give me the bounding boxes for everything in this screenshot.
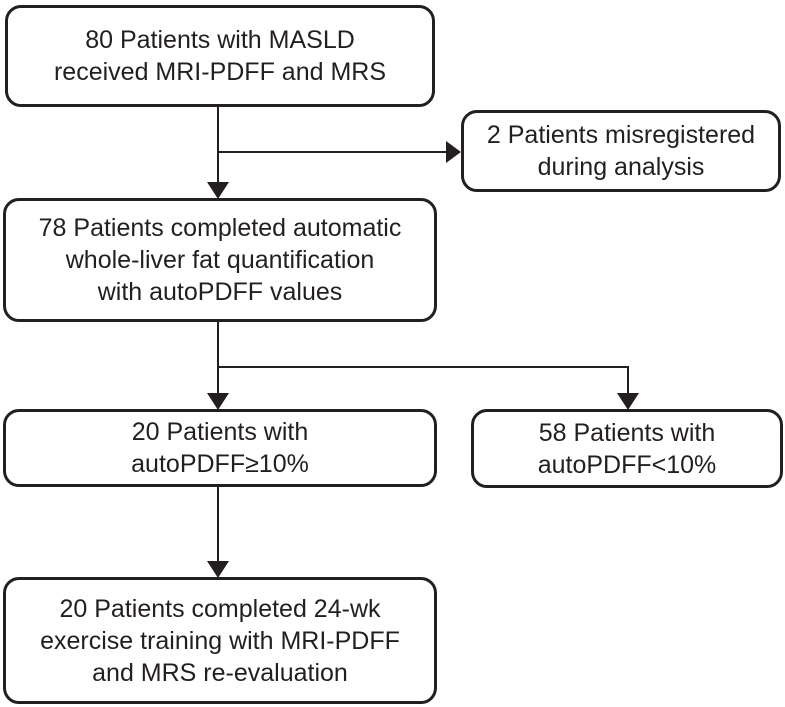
flowchart-box-autopdff-lt-10: 58 Patients with autoPDFF<10% xyxy=(471,409,783,488)
flowchart-box-misregistered: 2 Patients misregistered during analysis xyxy=(461,110,781,192)
flowchart-box-autopdff-ge-10: 20 Patients with autoPDFF≥10% xyxy=(3,409,437,487)
flowchart-box-completed-auto-quantification: 78 Patients completed automatic whole-li… xyxy=(3,198,437,322)
arrowhead-down-exercise-icon xyxy=(207,561,229,578)
connector-branch-to-lt10-horizontal xyxy=(217,366,629,368)
arrowhead-down-ge10-icon xyxy=(207,393,229,410)
arrowhead-down-completed-icon xyxy=(207,182,229,199)
connector-completed-to-ge10 xyxy=(217,322,219,394)
flowchart-box-exercise-training: 20 Patients completed 24-wk exercise tra… xyxy=(3,577,437,704)
arrowhead-right-misregistered-icon xyxy=(446,141,461,163)
connector-enrollment-to-completed xyxy=(217,107,219,185)
connector-branch-to-misregistered xyxy=(217,151,447,153)
arrowhead-down-lt10-icon xyxy=(617,393,639,410)
connector-branch-to-lt10-vertical xyxy=(627,366,629,394)
connector-ge10-to-exercise xyxy=(217,487,219,562)
flowchart-box-enrollment: 80 Patients with MASLD received MRI-PDFF… xyxy=(5,5,435,107)
